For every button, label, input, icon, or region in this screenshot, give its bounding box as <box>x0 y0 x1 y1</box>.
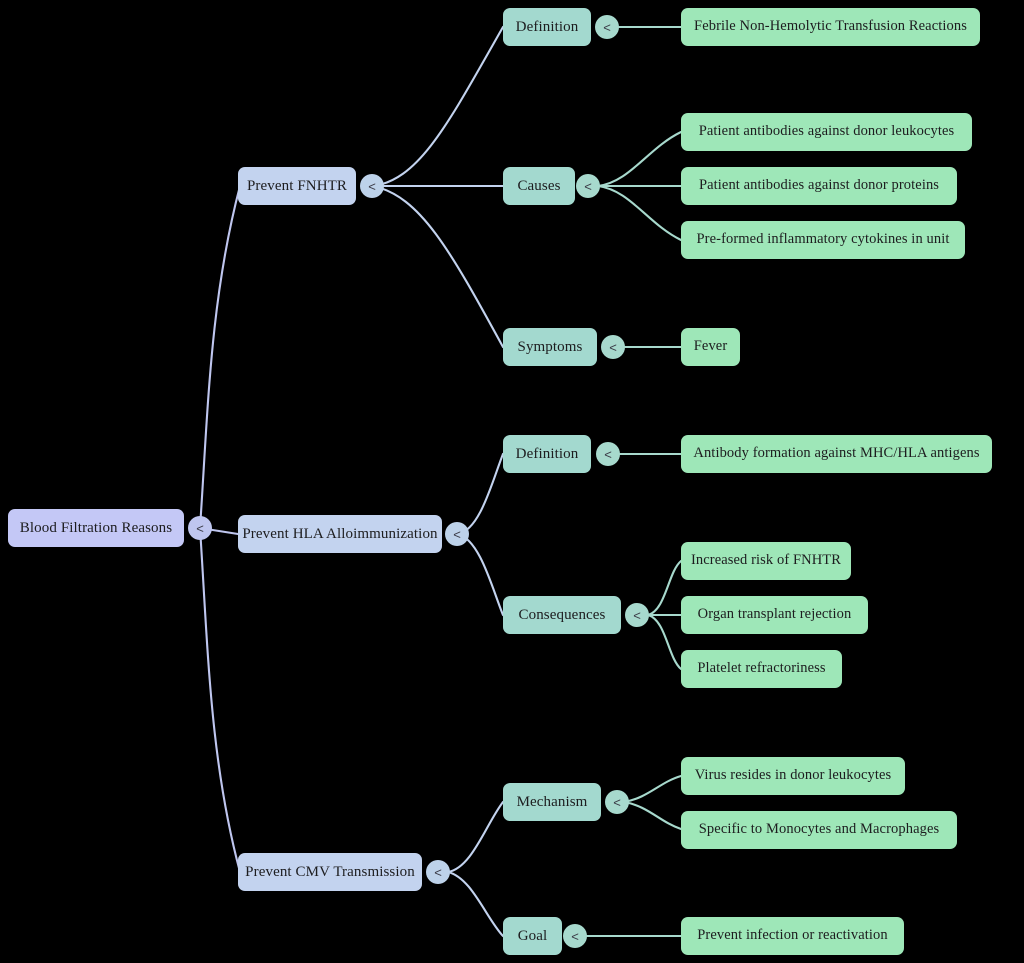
node-hla-consequence-2-label: Organ transplant rejection <box>697 606 852 623</box>
collapse-badge-symptoms[interactable]: < <box>601 335 625 359</box>
collapse-badge-fnhtr-definition[interactable]: < <box>595 15 619 39</box>
node-hla-consequence-1[interactable]: Increased risk of FNHTR <box>681 542 851 580</box>
node-cmv-goal-1-label: Prevent infection or reactivation <box>697 927 888 944</box>
node-fnhtr-cause-1-label: Patient antibodies against donor leukocy… <box>698 123 955 140</box>
node-prevent-hla-label: Prevent HLA Alloimmunization <box>242 525 438 542</box>
chevron-left-icon: < <box>603 19 611 35</box>
collapse-badge-goal[interactable]: < <box>563 924 587 948</box>
node-hla-consequences-label: Consequences <box>518 606 606 623</box>
node-hla-consequence-3-label: Platelet refractoriness <box>697 660 826 677</box>
collapse-badge-hla-definition[interactable]: < <box>596 442 620 466</box>
node-hla-definition-leaf-label: Antibody formation against MHC/HLA antig… <box>693 445 980 462</box>
collapse-badge-consequences[interactable]: < <box>625 603 649 627</box>
node-fnhtr-definition-leaf-label: Febrile Non-Hemolytic Transfusion Reacti… <box>694 18 967 35</box>
collapse-badge-hla[interactable]: < <box>445 522 469 546</box>
chevron-left-icon: < <box>453 526 461 542</box>
node-cmv-goal-label: Goal <box>517 927 548 944</box>
collapse-badge-cmv[interactable]: < <box>426 860 450 884</box>
node-hla-consequence-2[interactable]: Organ transplant rejection <box>681 596 868 634</box>
node-fnhtr-symptom-1-label: Fever <box>693 338 728 355</box>
node-root[interactable]: Blood Filtration Reasons <box>8 509 184 547</box>
node-hla-consequences[interactable]: Consequences <box>503 596 621 634</box>
node-fnhtr-cause-3[interactable]: Pre-formed inflammatory cytokines in uni… <box>681 221 965 259</box>
node-hla-consequence-3[interactable]: Platelet refractoriness <box>681 650 842 688</box>
node-fnhtr-definition-leaf[interactable]: Febrile Non-Hemolytic Transfusion Reacti… <box>681 8 980 46</box>
node-cmv-goal[interactable]: Goal <box>503 917 562 955</box>
node-cmv-mechanism-1[interactable]: Virus resides in donor leukocytes <box>681 757 905 795</box>
node-hla-consequence-1-label: Increased risk of FNHTR <box>690 552 842 569</box>
node-hla-definition[interactable]: Definition <box>503 435 591 473</box>
node-cmv-mechanism-1-label: Virus resides in donor leukocytes <box>694 767 892 784</box>
node-cmv-mechanism-2-label: Specific to Monocytes and Macrophages <box>698 821 940 838</box>
chevron-left-icon: < <box>604 446 612 462</box>
chevron-left-icon: < <box>196 520 204 536</box>
node-fnhtr-causes[interactable]: Causes <box>503 167 575 205</box>
chevron-left-icon: < <box>613 794 621 810</box>
node-cmv-mechanism-2[interactable]: Specific to Monocytes and Macrophages <box>681 811 957 849</box>
collapse-badge-fnhtr[interactable]: < <box>360 174 384 198</box>
node-prevent-cmv-transmission[interactable]: Prevent CMV Transmission <box>238 853 422 891</box>
node-prevent-cmv-label: Prevent CMV Transmission <box>245 863 415 880</box>
chevron-left-icon: < <box>633 607 641 623</box>
node-fnhtr-definition-label: Definition <box>515 18 579 35</box>
chevron-left-icon: < <box>368 178 376 194</box>
node-prevent-hla-alloimmunization[interactable]: Prevent HLA Alloimmunization <box>238 515 442 553</box>
node-hla-definition-label: Definition <box>515 445 579 462</box>
node-cmv-mechanism[interactable]: Mechanism <box>503 783 601 821</box>
node-cmv-goal-1[interactable]: Prevent infection or reactivation <box>681 917 904 955</box>
node-cmv-mechanism-label: Mechanism <box>516 793 588 810</box>
chevron-left-icon: < <box>571 928 579 944</box>
chevron-left-icon: < <box>584 178 592 194</box>
node-fnhtr-symptom-1[interactable]: Fever <box>681 328 740 366</box>
node-fnhtr-cause-2-label: Patient antibodies against donor protein… <box>698 177 940 194</box>
node-fnhtr-causes-label: Causes <box>517 177 561 194</box>
node-fnhtr-symptoms-label: Symptoms <box>517 338 583 355</box>
chevron-left-icon: < <box>609 339 617 355</box>
node-prevent-fnhtr-label: Prevent FNHTR <box>246 177 348 194</box>
collapse-badge-root[interactable]: < <box>188 516 212 540</box>
node-hla-definition-leaf[interactable]: Antibody formation against MHC/HLA antig… <box>681 435 992 473</box>
collapse-badge-causes[interactable]: < <box>576 174 600 198</box>
collapse-badge-mechanism[interactable]: < <box>605 790 629 814</box>
node-fnhtr-cause-3-label: Pre-formed inflammatory cytokines in uni… <box>696 231 950 248</box>
node-fnhtr-cause-2[interactable]: Patient antibodies against donor protein… <box>681 167 957 205</box>
node-prevent-fnhtr[interactable]: Prevent FNHTR <box>238 167 356 205</box>
chevron-left-icon: < <box>434 864 442 880</box>
node-fnhtr-symptoms[interactable]: Symptoms <box>503 328 597 366</box>
node-fnhtr-definition[interactable]: Definition <box>503 8 591 46</box>
node-root-label: Blood Filtration Reasons <box>19 519 173 536</box>
node-fnhtr-cause-1[interactable]: Patient antibodies against donor leukocy… <box>681 113 972 151</box>
